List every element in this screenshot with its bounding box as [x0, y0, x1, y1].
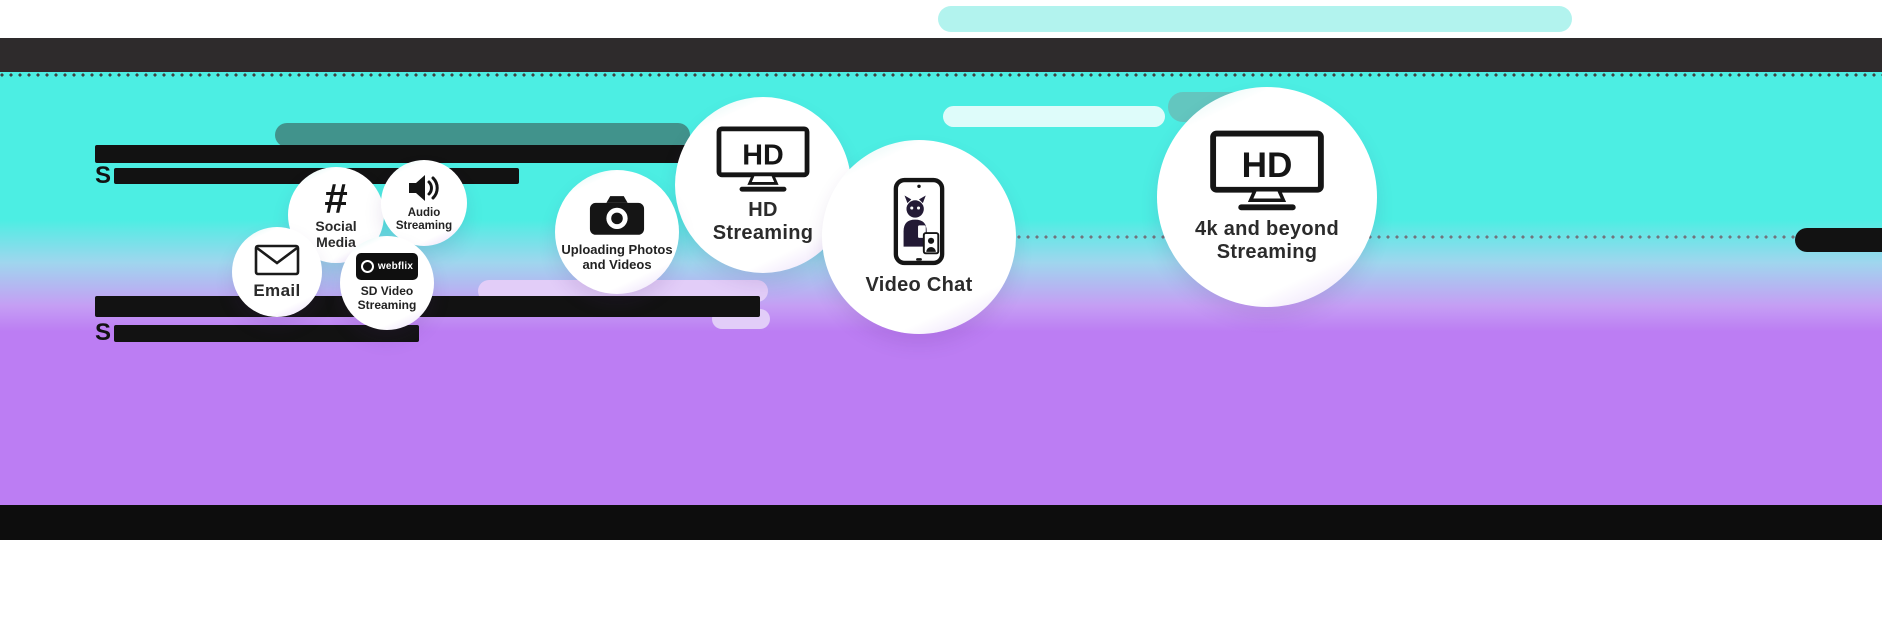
bubble-label-sd-video-streaming: SD Video Streaming: [357, 284, 417, 312]
dotted-divider-top: [0, 73, 1882, 77]
redacted-heading-2-prefix: S: [95, 319, 112, 346]
bubble-sd-video-streaming: webflix SD Video Streaming: [340, 236, 434, 330]
webflix-badge-icon: webflix: [356, 253, 418, 281]
decorative-pill-white: [943, 106, 1165, 127]
tv-hd-icon: HD: [1208, 130, 1326, 212]
smartphone-cat-icon: [892, 177, 946, 266]
bubble-email: Email: [232, 227, 322, 317]
bubble-label-email: Email: [253, 280, 301, 300]
bubble-label-uploading: Uploading Photos and Videos: [561, 241, 673, 272]
bubble-label-social-media: Social Media: [315, 217, 357, 250]
bubble-label-audio-streaming: Audio Streaming: [395, 206, 453, 232]
bubble-label-4k-streaming: 4k and beyond Streaming: [1195, 218, 1339, 263]
bubble-social-media: # Social Media: [288, 167, 384, 263]
tv-hd-icon: HD: [715, 125, 811, 193]
header-bar: [0, 38, 1882, 72]
redacted-right-edge-pill: [1795, 228, 1882, 252]
bubble-label-hd-streaming: HD Streaming: [712, 198, 814, 244]
svg-text:HD: HD: [1242, 146, 1293, 185]
bubble-hd-streaming: HD HD Streaming: [675, 97, 851, 273]
decorative-pill-cyan-top: [938, 6, 1572, 32]
envelope-icon: [254, 244, 300, 276]
redacted-heading-2-line-2: S: [95, 319, 420, 346]
speaker-icon: [407, 173, 441, 203]
svg-text:HD: HD: [742, 139, 783, 171]
webflix-logo-ring: [360, 260, 374, 274]
bubble-audio-streaming: Audio Streaming: [381, 160, 467, 246]
hash-icon: #: [324, 175, 348, 222]
redacted-heading-1-line-1: [95, 145, 835, 163]
redacted-heading-1-prefix: S: [95, 162, 112, 189]
redacted-bar: [114, 324, 420, 342]
webflix-logo-text: webflix: [377, 261, 414, 273]
bubble-video-chat: Video Chat: [822, 140, 1016, 334]
camera-icon: [588, 192, 646, 237]
bubble-uploading-photos-videos: Uploading Photos and Videos: [555, 170, 679, 294]
decorative-pill-teal: [275, 123, 690, 147]
bubble-4k-streaming: HD 4k and beyond Streaming: [1157, 87, 1377, 307]
bubble-label-video-chat: Video Chat: [865, 274, 973, 296]
footer-bar: [0, 505, 1882, 540]
